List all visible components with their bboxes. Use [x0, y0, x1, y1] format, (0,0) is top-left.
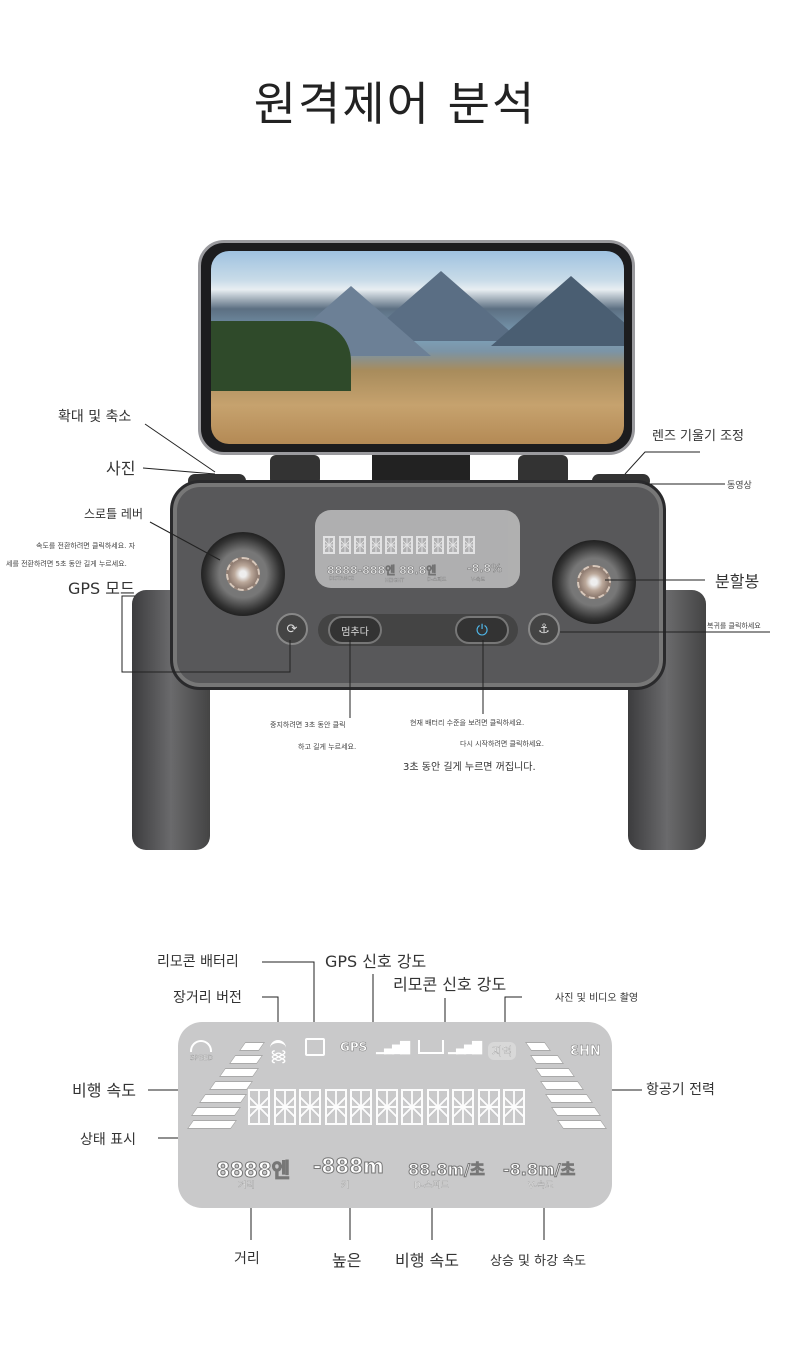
label-power-2: 다시 시작하려면 클릭하세요. — [460, 740, 544, 748]
small-lcd-height-label: HEIGHT — [385, 578, 405, 584]
label-gps-signal: GPS 신호 강도 — [325, 952, 427, 971]
label-rc-battery: 리모콘 배터리 — [157, 954, 239, 970]
height-label: 키 — [341, 1181, 350, 1191]
page-title: 원격제어 분석 — [253, 77, 537, 131]
label-split-stick: 분할봉 — [715, 572, 760, 591]
small-lcd-vspeed-label: V-속도 — [471, 577, 486, 583]
label-height: 높은 — [332, 1251, 362, 1270]
label-rc-signal: 리모콘 신호 강도 — [393, 975, 507, 994]
vspeed-label: V-속도 — [528, 1181, 554, 1191]
label-photo: 사진 — [106, 459, 136, 478]
power-button[interactable]: ⏻ — [455, 616, 509, 644]
gps-indicator: GPS — [340, 1040, 368, 1055]
label-gps-mode: GPS 모드 — [68, 579, 135, 598]
long-range-wifi-icon — [270, 1040, 286, 1056]
label-aircraft-power: 항공기 전력 — [646, 1082, 715, 1098]
rec-indicator: 지역 — [488, 1042, 517, 1060]
rc-icon — [418, 1040, 444, 1054]
right-stick[interactable] — [552, 540, 636, 624]
small-lcd-distance: 8888-888엔 — [327, 564, 396, 578]
dspeed-value: 88.8m/초 — [408, 1160, 486, 1180]
gps-signal-bars-icon: ▁▃▅▇ — [376, 1040, 410, 1055]
lcd-panel: SPEED ᯼ GPS ▁▃▅▇ ▁▃▅▇ 지역 ƐHN 8888엔 거리 -8… — [178, 1022, 612, 1208]
label-distance: 거리 — [234, 1251, 260, 1267]
label-flight-speed: 비행 속도 — [395, 1251, 459, 1270]
label-zoom: 확대 및 축소 — [58, 409, 132, 425]
label-speed-switch-2: 세를 전환하려면 5초 동안 길게 누르세요. — [6, 560, 127, 568]
home-anchor-icon: ⚓ — [538, 621, 550, 637]
distance-label: 거리 — [238, 1181, 255, 1191]
label-long-range: 장거리 버전 — [173, 990, 242, 1006]
label-flight-speed-left: 비행 속도 — [72, 1081, 136, 1100]
gps-icon: ⟳ — [286, 621, 298, 637]
status-segment-display — [248, 1089, 529, 1129]
small-lcd-dspeed-label: D-스피드 — [427, 577, 447, 583]
label-stop-1: 중지하려면 3초 동안 클릭 — [270, 721, 346, 729]
rc-signal-bars-icon: ▁▃▅▇ — [448, 1040, 482, 1055]
label-video: 동영상 — [727, 481, 752, 491]
vspeed-value: -8.8m/초 — [502, 1160, 576, 1180]
label-power-3: 3초 동안 길게 누르면 꺼집니다. — [403, 762, 536, 773]
return-home-button[interactable]: ⚓ — [528, 613, 560, 645]
label-lens-tilt: 렌즈 기울기 조정 — [652, 429, 744, 444]
distance-value: 8888엔 — [215, 1158, 291, 1183]
label-speed-switch-1: 속도를 전환하려면 클릭하세요. 자 — [36, 542, 136, 550]
rc-battery-icon — [305, 1038, 325, 1056]
label-stop-2: 하고 길게 누르세요. — [298, 743, 357, 751]
label-vertical-speed: 상승 및 하강 속도 — [490, 1254, 587, 1269]
label-throttle: 스로틀 레버 — [84, 507, 144, 521]
label-status-display: 상태 표시 — [80, 1132, 136, 1148]
height-value: -888m — [313, 1154, 385, 1179]
phone-screen-landscape — [211, 251, 624, 444]
small-lcd-vspeed: -8.8% — [467, 562, 503, 576]
stop-button[interactable]: 멈추다 — [328, 616, 382, 644]
small-lcd-distance-label: DISTANCE — [329, 576, 354, 582]
label-return-home: 복귀를 클릭하세요 — [707, 622, 761, 630]
phone — [198, 240, 635, 455]
left-stick[interactable] — [201, 532, 285, 616]
small-lcd-speed: 88.8엔 — [399, 564, 437, 578]
aircraft-battery-indicator: ƐHN — [570, 1044, 601, 1060]
speedometer-icon — [190, 1040, 212, 1052]
label-power-1: 현재 배터리 수준을 보려면 클릭하세요. — [410, 719, 525, 727]
label-photo-video: 사진 및 비디오 촬영 — [555, 993, 639, 1004]
gps-mode-button[interactable]: ⟳ — [276, 613, 308, 645]
power-icon: ⏻ — [476, 621, 488, 639]
speed-gauge-icon: SPEED — [190, 1054, 213, 1062]
dspeed-label: D-스피드 — [414, 1181, 450, 1191]
controller-lcd: 8888-888엔 88.8엔 -8.8% DISTANCE HEIGHT D-… — [315, 510, 520, 588]
